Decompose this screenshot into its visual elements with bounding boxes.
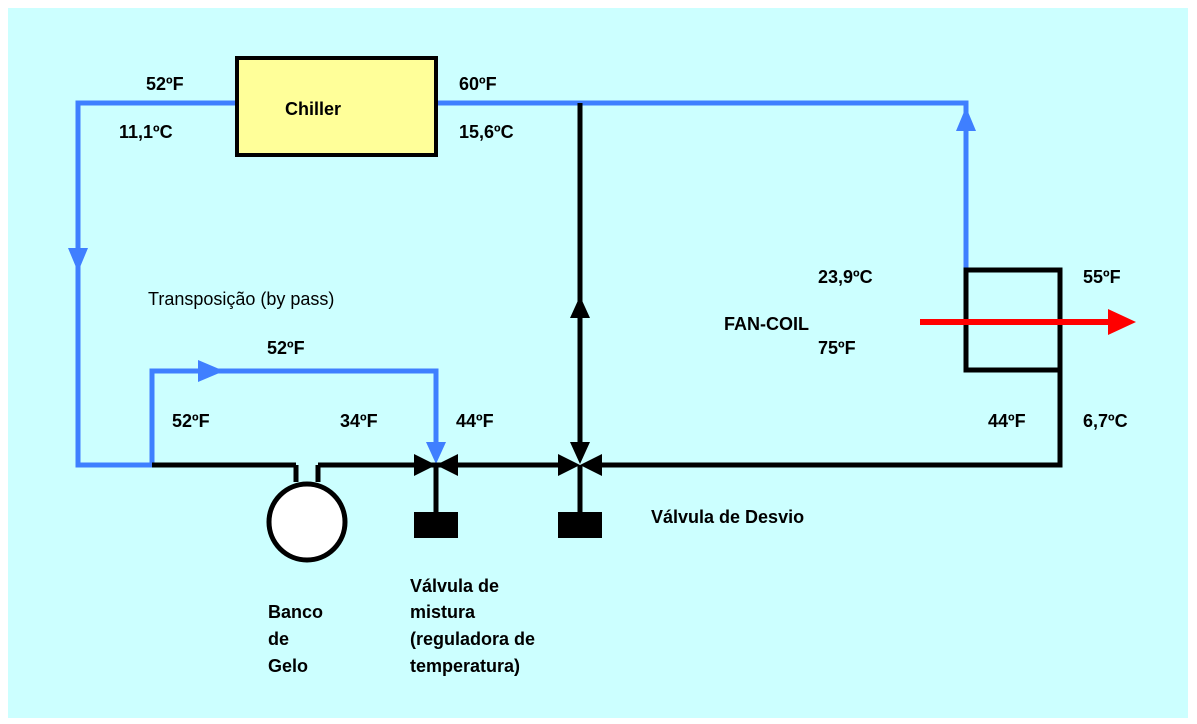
- down-arrow-icon: [570, 442, 590, 464]
- down-arrow-icon: [68, 248, 88, 272]
- mixing-valve-outlet-temp: 44ºF: [456, 411, 494, 431]
- diverting-valve-label: Válvula de Desvio: [651, 507, 804, 527]
- fan-coil-water-in-c: 6,7ºC: [1083, 411, 1128, 431]
- black-arrows: [570, 296, 590, 464]
- chiller-label: Chiller: [285, 99, 341, 119]
- chiller-box: [235, 56, 438, 157]
- mixing-valve-label-line: mistura: [410, 602, 476, 622]
- mixing-valve-label-line: temperatura): [410, 656, 520, 676]
- fan-coil-water-in-f: 44ºF: [988, 411, 1026, 431]
- bypass-temp-f: 52ºF: [267, 338, 305, 358]
- down-arrow-icon: [426, 442, 446, 464]
- ice-bank-label-line: de: [268, 629, 289, 649]
- fan-coil-label: FAN-COIL: [724, 314, 809, 334]
- ice-bank-outlet-temp: 34ºF: [340, 411, 378, 431]
- mixing-valve-label-line: Válvula de: [410, 576, 499, 596]
- blue-arrows: [68, 107, 976, 464]
- ice-bank-label-line: Banco: [268, 602, 323, 622]
- chiller-outlet-f: 60ºF: [459, 74, 497, 94]
- up-arrow-icon: [570, 296, 590, 318]
- chiller-inlet-c: 11,1ºC: [119, 122, 173, 142]
- chiller-supply-pipe: [436, 100, 969, 270]
- fan-coil-air-in-f: 75ºF: [818, 338, 856, 358]
- air-flow-arrow-icon: [920, 309, 1136, 335]
- right-arrow-icon: [198, 360, 224, 382]
- fan-coil-air-out-f: 55ºF: [1083, 267, 1121, 287]
- return-pipe: [75, 100, 237, 468]
- diverting-valve-icon: [558, 454, 602, 538]
- black-pipes: [152, 103, 1063, 512]
- blue-pipes: [75, 100, 969, 468]
- ice-bank-label-line: Gelo: [268, 656, 308, 676]
- bypass-branch-temp-f: 52ºF: [172, 411, 210, 431]
- up-arrow-icon: [956, 107, 976, 131]
- ice-bank-tank: [266, 481, 348, 563]
- mixing-valve-label-line: (reguladora de: [410, 629, 535, 649]
- mixing-valve-icon: [414, 454, 458, 538]
- bypass-pipe: [149, 368, 439, 465]
- bypass-label: Transposição (by pass): [148, 289, 334, 309]
- chiller-outlet-c: 15,6ºC: [459, 122, 514, 142]
- fan-coil-air-in-c: 23,9ºC: [818, 267, 873, 287]
- chiller-inlet-f: 52ºF: [146, 74, 184, 94]
